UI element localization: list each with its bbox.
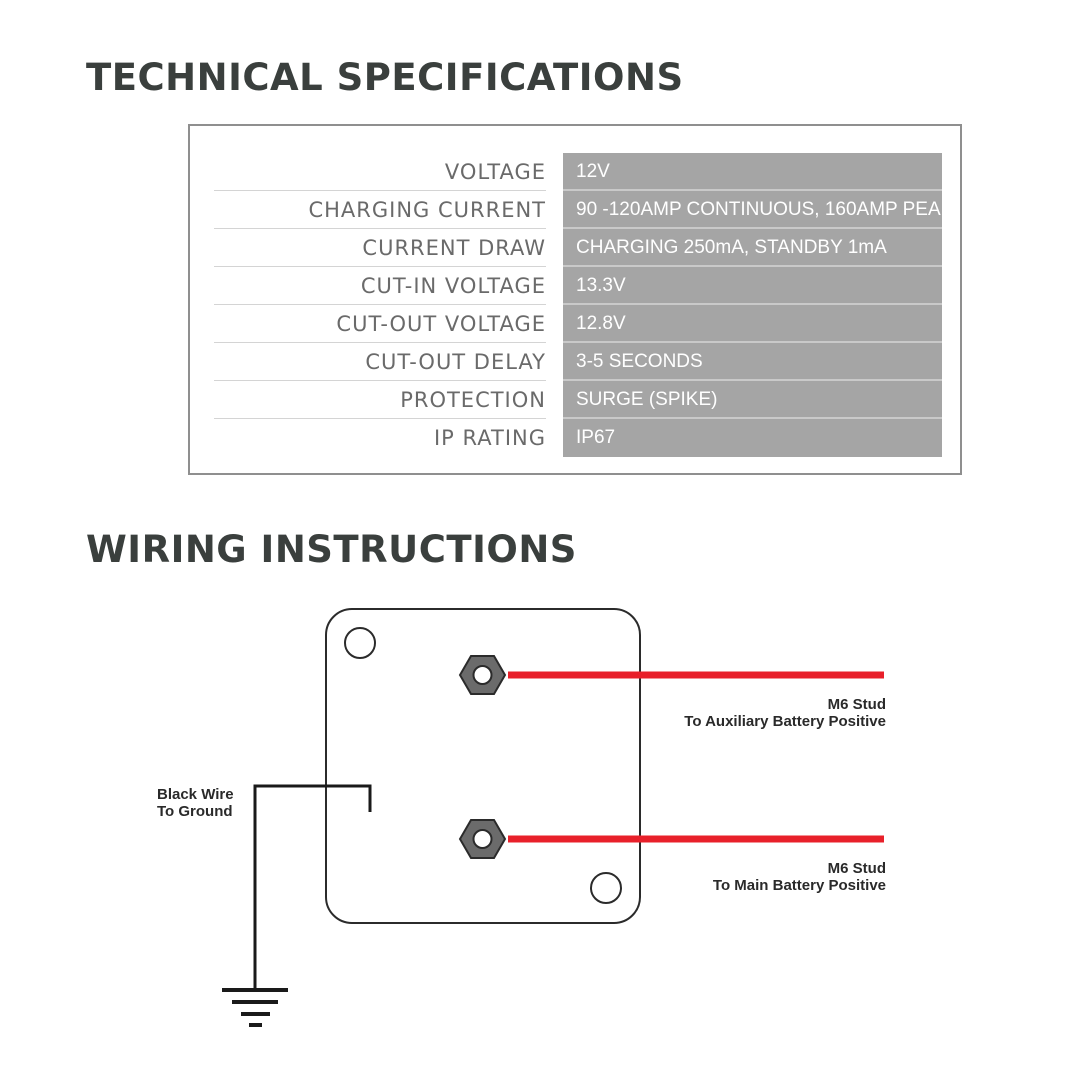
auxiliary-stud-label-line2: To Auxiliary Battery Positive xyxy=(684,713,886,730)
spec-label: CHARGING CURRENT xyxy=(214,191,546,229)
black-ground-wire xyxy=(253,784,372,988)
spec-row-ip-rating: IP RATING IP67 xyxy=(214,419,942,457)
ground-wire-label-line2: To Ground xyxy=(157,803,233,820)
relay-body xyxy=(325,608,641,924)
spec-value: IP67 xyxy=(563,419,942,457)
main-stud-label-line2: To Main Battery Positive xyxy=(712,877,886,894)
spec-value: 13.3V xyxy=(563,267,942,305)
spec-row-protection: PROTECTION SURGE (SPIKE) xyxy=(214,381,942,419)
main-stud-label: M6 Stud To Main Battery Positive xyxy=(713,860,886,894)
spec-label: IP RATING xyxy=(433,426,546,450)
spec-label: CUT-OUT VOLTAGE xyxy=(214,305,546,343)
auxiliary-stud-label-line1: M6 Stud xyxy=(827,696,886,713)
spec-label: CURRENT DRAW xyxy=(214,229,546,267)
m6-stud-main-icon xyxy=(458,819,507,859)
mounting-hole-icon xyxy=(344,627,376,659)
ground-wire-label: Black Wire To Ground xyxy=(157,786,234,820)
spec-row-cut-in-voltage: CUT-IN VOLTAGE 13.3V xyxy=(214,267,942,305)
spec-row-charging-current: CHARGING CURRENT 90 -120AMP CONTINUOUS, … xyxy=(214,191,942,229)
spec-row-voltage: VOLTAGE 12V xyxy=(214,153,942,191)
ground-symbol-icon xyxy=(222,988,288,1027)
spec-row-cut-out-voltage: CUT-OUT VOLTAGE 12.8V xyxy=(214,305,942,343)
technical-specifications-heading: TECHNICAL SPECIFICATIONS xyxy=(86,56,684,99)
wiring-instructions-heading: WIRING INSTRUCTIONS xyxy=(86,528,577,571)
specifications-table: VOLTAGE 12V CHARGING CURRENT 90 -120AMP … xyxy=(188,124,962,475)
spec-value: 90 -120AMP CONTINUOUS, 160AMP PEAK xyxy=(563,191,942,229)
mounting-hole-icon xyxy=(590,872,622,904)
spec-value: 12.8V xyxy=(563,305,942,343)
spec-row-cut-out-delay: CUT-OUT DELAY 3-5 SECONDS xyxy=(214,343,942,381)
spec-value: SURGE (SPIKE) xyxy=(563,381,942,419)
ground-wire-label-line1: Black Wire xyxy=(157,786,234,803)
spec-label: CUT-OUT DELAY xyxy=(214,343,546,381)
m6-stud-auxiliary-icon xyxy=(458,655,507,695)
spec-label: PROTECTION xyxy=(214,381,546,419)
spec-row-current-draw: CURRENT DRAW CHARGING 250mA, STANDBY 1mA xyxy=(214,229,942,267)
wiring-diagram xyxy=(222,608,884,1027)
main-stud-label-line1: M6 Stud xyxy=(827,860,886,877)
spec-label: VOLTAGE xyxy=(214,153,546,191)
spec-label: CUT-IN VOLTAGE xyxy=(214,267,546,305)
spec-value: 3-5 SECONDS xyxy=(563,343,942,381)
auxiliary-stud-label: M6 Stud To Auxiliary Battery Positive xyxy=(684,696,886,730)
spec-value: 12V xyxy=(563,153,942,191)
spec-value: CHARGING 250mA, STANDBY 1mA xyxy=(563,229,942,267)
